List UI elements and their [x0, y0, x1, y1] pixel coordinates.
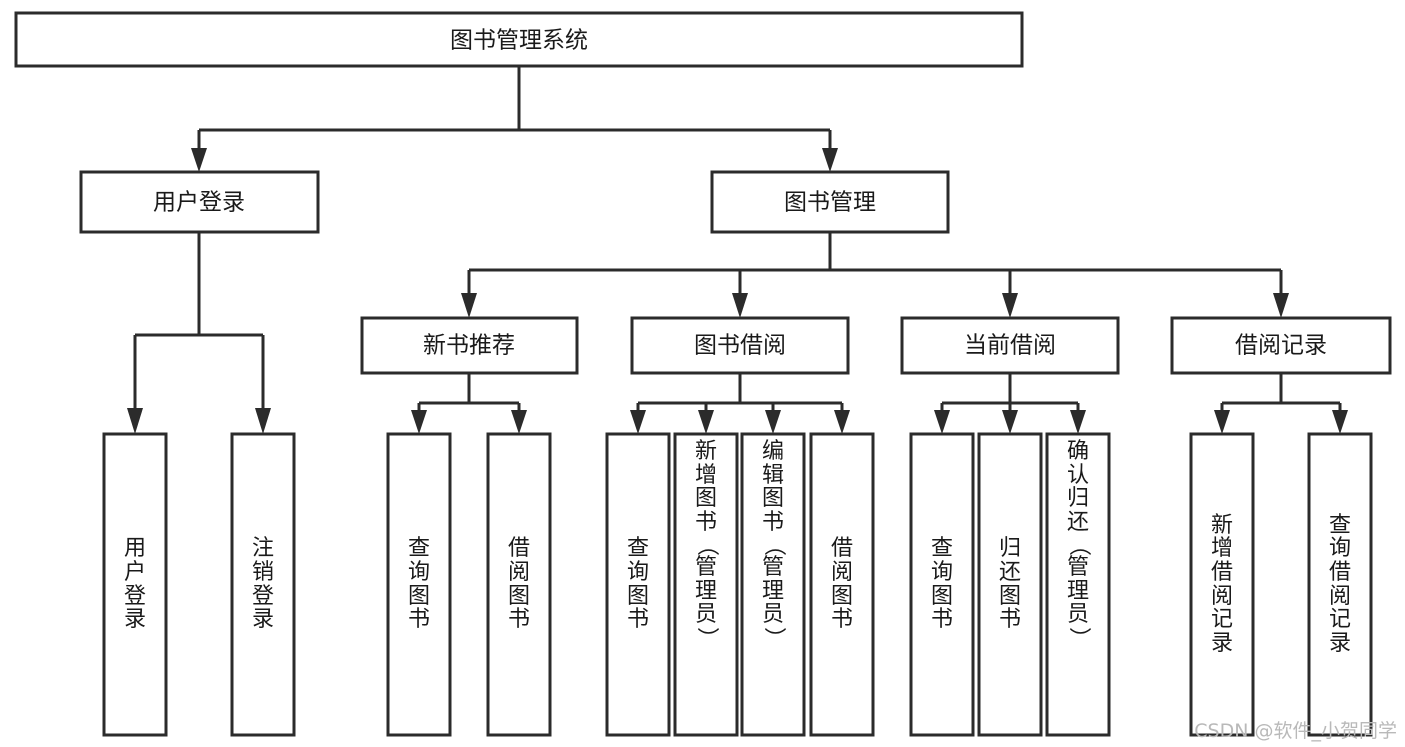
connector-new-book-recommend-to-leaves [411, 373, 527, 434]
node-current-borrow[interactable]: 当前借阅 [900, 316, 1120, 375]
arrow-head-icon [191, 148, 207, 172]
arrow-head-icon [698, 410, 714, 434]
leaf-box[interactable] [230, 432, 296, 737]
arrow-head-icon [1070, 410, 1086, 434]
node-new-book-recommend[interactable]: 新书推荐 [360, 316, 579, 375]
leaf-box[interactable] [1189, 432, 1255, 737]
arrow-head-icon [765, 410, 781, 434]
leaf-box[interactable] [102, 432, 168, 737]
leaf-box[interactable] [1045, 432, 1111, 737]
leaf-box[interactable] [673, 432, 739, 737]
connector-book-management-to-level3 [461, 232, 1289, 318]
leaf-box[interactable] [740, 432, 806, 737]
connector-book-borrow-to-leaves [630, 373, 850, 434]
leaf-box[interactable] [909, 432, 975, 737]
leaf-boxes [102, 432, 1373, 737]
arrow-head-icon [934, 410, 950, 434]
connector-root-to-level2 [191, 66, 838, 172]
leaf-box[interactable] [1307, 432, 1373, 737]
node-borrow-records-label: 借阅记录 [1235, 333, 1327, 359]
connector-borrow-records-to-leaves [1214, 373, 1348, 434]
connector-user-login-to-leaves [127, 232, 271, 434]
arrow-head-icon [1002, 410, 1018, 434]
arrow-head-icon [1002, 293, 1018, 318]
arrow-head-icon [411, 410, 427, 434]
leaf-box[interactable] [486, 432, 552, 737]
node-book-management[interactable]: 图书管理 [710, 170, 950, 234]
arrow-head-icon [1332, 410, 1348, 434]
node-book-borrow-label: 图书借阅 [694, 333, 786, 359]
node-user-login[interactable]: 用户登录 [79, 170, 320, 234]
arrow-head-icon [834, 410, 850, 434]
node-new-book-recommend-label: 新书推荐 [423, 333, 515, 359]
leaf-box[interactable] [605, 432, 671, 737]
node-root[interactable]: 图书管理系统 [14, 11, 1024, 68]
leaf-box[interactable] [977, 432, 1043, 737]
connector-current-borrow-to-leaves [934, 373, 1086, 434]
node-borrow-records[interactable]: 借阅记录 [1170, 316, 1392, 375]
arrow-head-icon [127, 408, 143, 434]
arrow-head-icon [822, 148, 838, 172]
node-book-borrow[interactable]: 图书借阅 [630, 316, 850, 375]
node-root-label: 图书管理系统 [450, 28, 588, 54]
leaf-box[interactable] [809, 432, 875, 737]
arrow-head-icon [255, 408, 271, 434]
node-user-login-label: 用户登录 [153, 190, 245, 216]
watermark: CSDN @软件_小贺同学 [1194, 720, 1397, 742]
arrow-head-icon [1214, 410, 1230, 434]
node-current-borrow-label: 当前借阅 [964, 333, 1056, 359]
node-book-management-label: 图书管理 [784, 190, 876, 216]
arrow-head-icon [732, 293, 748, 318]
arrow-head-icon [630, 410, 646, 434]
arrow-head-icon [461, 293, 477, 318]
arrow-head-icon [511, 410, 527, 434]
arrow-head-icon [1273, 293, 1289, 318]
leaf-box[interactable] [386, 432, 452, 737]
